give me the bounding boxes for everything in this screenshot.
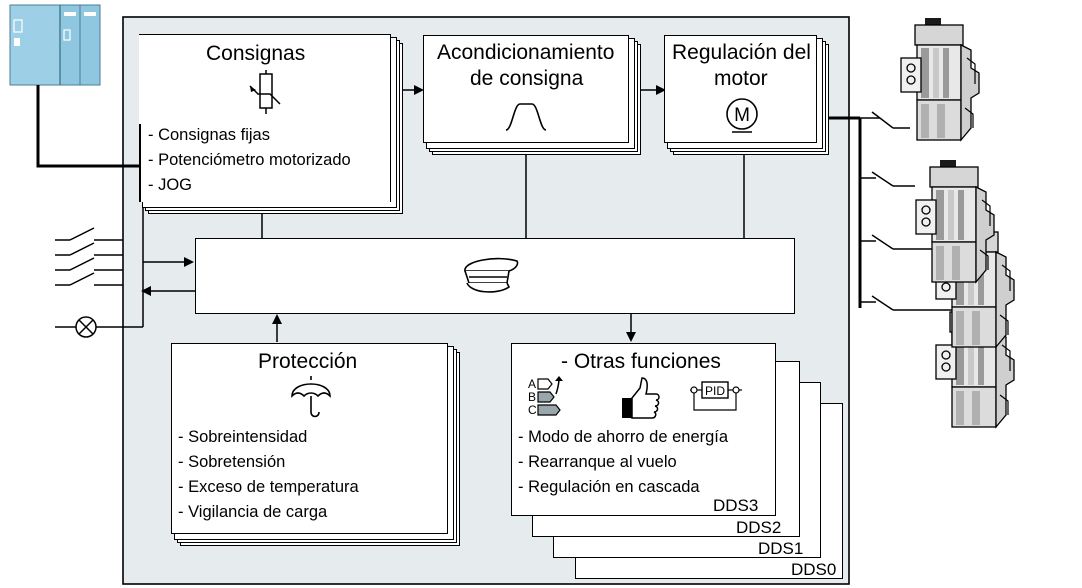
motor-control-title-line2: motor (714, 67, 768, 90)
signal-lamp-icon (55, 316, 123, 338)
ramp-function-icon (505, 103, 547, 131)
protection-item: - Exceso de temperatura (178, 478, 359, 496)
thumbs-up-icon (622, 377, 660, 419)
conditioning-title-line2: de consigna (470, 67, 584, 90)
motor-control-block (664, 35, 817, 143)
captain-hat-icon (464, 257, 519, 293)
efficiency-class-icon: A B C (528, 376, 563, 417)
pid-controller-icon: PID (690, 381, 742, 411)
dds-label: DDS2 (736, 518, 782, 537)
digital-inputs (55, 227, 123, 286)
dds-label: DDS3 (713, 496, 759, 515)
motor-icon (900, 17, 1015, 428)
dds-label: DDS1 (758, 539, 804, 558)
potentiometer-icon (249, 70, 281, 114)
setpoints-item: - Consignas fijas (148, 126, 270, 144)
setpoints-title: Consignas (206, 42, 306, 65)
protection-item: - Sobretensión (178, 453, 286, 471)
setpoints-item: - JOG (148, 176, 192, 194)
other-functions-item: - Rearranque al vuelo (518, 453, 677, 471)
plc-icon (9, 4, 101, 86)
setpoints-bracket (139, 124, 141, 202)
setpoints-block (139, 34, 391, 202)
protection-block (171, 343, 448, 534)
dds-layer-3 (511, 343, 776, 516)
efficiency-label: C (528, 403, 537, 417)
motor-symbol-letter: M (734, 105, 750, 126)
efficiency-label: B (528, 390, 536, 404)
setpoints-item: - Potenciómetro motorizado (148, 151, 351, 169)
other-functions-item: - Modo de ahorro de energía (518, 428, 729, 446)
other-functions-title: - Otras funciones (561, 350, 721, 373)
pid-label: PID (705, 384, 725, 398)
protection-title: Protección (258, 350, 358, 373)
conditioning-title-line1: Acondicionamiento (437, 41, 615, 64)
protection-item: - Sobreintensidad (178, 428, 308, 446)
efficiency-label: A (528, 377, 536, 391)
other-functions-item: - Regulación en cascada (518, 478, 700, 496)
conditioning-block (423, 35, 629, 143)
protection-item: - Vigilancia de carga (178, 503, 328, 521)
dds-label: DDS0 (791, 560, 837, 579)
motor-symbol-icon: M (726, 98, 758, 133)
umbrella-icon (291, 376, 331, 418)
motor-control-title-line1: Regulación del (672, 41, 811, 64)
